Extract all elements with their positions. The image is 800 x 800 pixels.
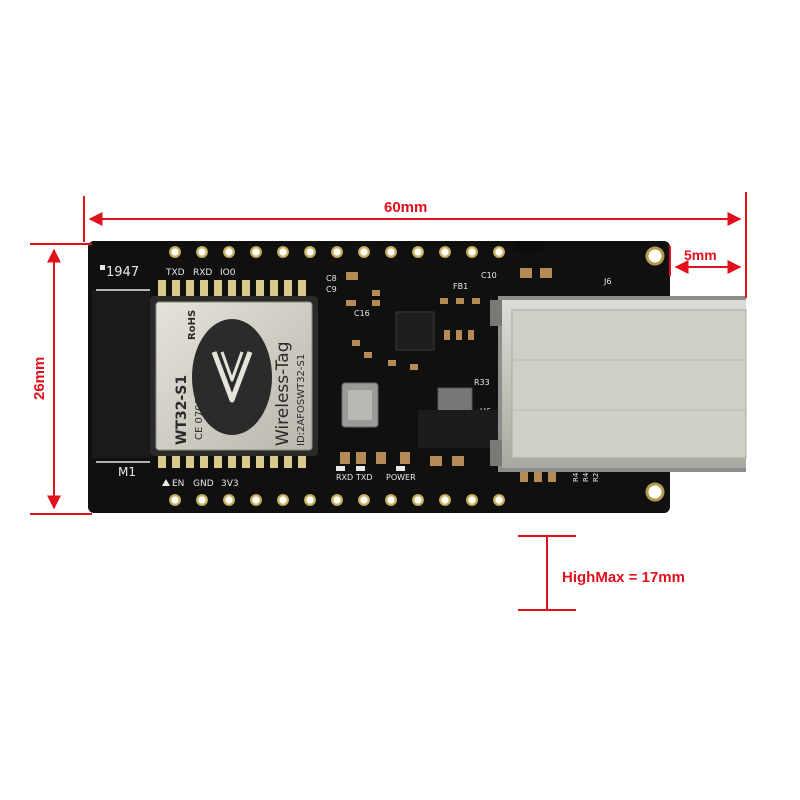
wt32-s1-module: WT32-S1 CE 0700 RoHS Wireless-Tag ID:2AF… [150, 280, 318, 468]
module-cert: CE 0700 [194, 398, 205, 440]
component-label: R46 [582, 468, 590, 482]
mounting-hole-top-right [645, 246, 665, 266]
component-label: C16 [354, 309, 370, 318]
overhang-label: 5mm [684, 247, 717, 263]
dimension-annotations [30, 192, 747, 611]
mounting-hole-bottom-right [645, 482, 665, 502]
top-pin-header [169, 246, 505, 258]
module-model: WT32-S1 [174, 375, 190, 445]
header-label-rxd: RXD [193, 268, 212, 278]
header-label-en: EN [172, 479, 184, 489]
width-label: 60mm [384, 199, 427, 216]
header-label-txd: TXD [165, 268, 185, 278]
component-label: C8 [326, 274, 337, 283]
component-label: R26 [592, 468, 600, 482]
phy-chip [395, 311, 435, 351]
header-label-io0: IO0 [220, 268, 236, 278]
module-brand: Wireless-Tag [273, 342, 293, 446]
antenna-area [92, 290, 150, 458]
antenna-label: M1 [118, 465, 136, 479]
header-label-3v3: 3V3 [221, 479, 239, 489]
module-fcc-id: ID:2AFOSWT32-S1 [296, 354, 307, 446]
module-rohs: RoHS [187, 310, 198, 340]
component-label: J6 [603, 277, 611, 286]
height-label: 26mm [31, 357, 48, 400]
led-label-txd: TXD [355, 473, 373, 482]
led-label-rxd: RXD [336, 473, 353, 482]
component-label: C10 [481, 271, 497, 280]
component-label: R45 [572, 468, 580, 482]
smd-components [340, 268, 556, 482]
board-marking: 1947 [106, 265, 139, 280]
component-label: R33 [474, 378, 490, 387]
bottom-pin-header [169, 494, 505, 506]
max-height-label: HighMax = 17mm [562, 569, 685, 586]
rj45-jack [490, 296, 747, 472]
header-label-gnd: GND [193, 479, 214, 489]
component-label: C9 [326, 285, 337, 294]
component-label: FB1 [453, 282, 468, 291]
led-label-power: POWER [386, 473, 416, 482]
